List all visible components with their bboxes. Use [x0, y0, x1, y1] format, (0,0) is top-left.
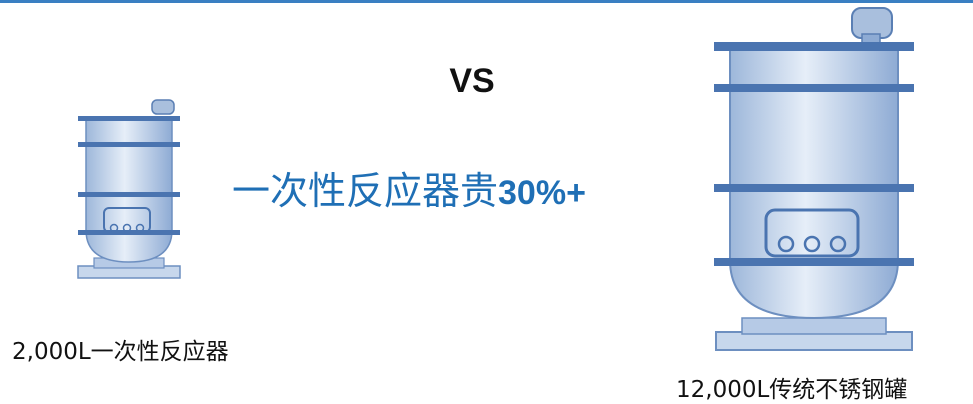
- headline-percent: 30%+: [498, 174, 586, 212]
- stainless-tank-illustration: [714, 7, 914, 351]
- vs-label: VS: [449, 62, 495, 100]
- top-divider-line: [0, 0, 973, 3]
- headline-text: 一次性反应器贵: [232, 169, 499, 213]
- cost-comparison-headline: 一次性反应器贵30%+: [232, 160, 586, 215]
- stainless-tank-caption: 12,000L传统不锈钢罐: [676, 377, 908, 403]
- single-use-reactor-illustration: [77, 99, 181, 279]
- single-use-reactor-caption: 2,000L一次性反应器: [12, 339, 229, 365]
